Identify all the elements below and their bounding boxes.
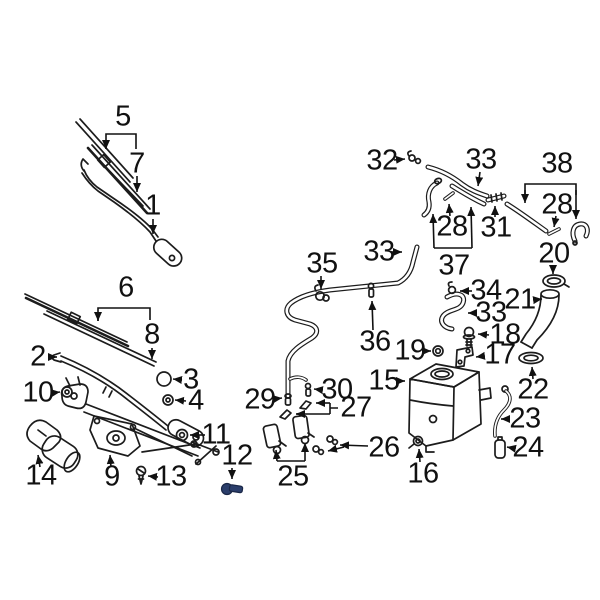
callout-27[interactable]: 27 xyxy=(340,391,372,424)
washer-hose-end-drawing[interactable] xyxy=(439,291,467,332)
callout-33-top[interactable]: 33 xyxy=(465,143,497,176)
callout-arrows xyxy=(35,133,580,481)
callout-16[interactable]: 16 xyxy=(407,457,439,490)
callout-19[interactable]: 19 xyxy=(394,334,426,367)
washer-hose-top-drawing[interactable] xyxy=(425,164,490,207)
callout-13[interactable]: 13 xyxy=(155,460,187,493)
callout-10[interactable]: 10 xyxy=(22,376,54,409)
check-valves-drawing[interactable] xyxy=(312,435,339,456)
hose-end-joint-drawing[interactable] xyxy=(284,393,292,406)
reservoir-cap-drawing[interactable] xyxy=(542,274,570,288)
callout-26[interactable]: 26 xyxy=(368,431,400,464)
callout-30[interactable]: 30 xyxy=(321,373,353,406)
callout-33-middle[interactable]: 33 xyxy=(363,235,395,268)
wiper-arm-drawing[interactable] xyxy=(80,158,185,269)
wiper-blade-refill-drawing[interactable] xyxy=(98,159,144,207)
hose-assembly-tube-drawing[interactable] xyxy=(421,177,443,218)
hose-clip-3-drawing[interactable] xyxy=(447,281,457,295)
callout-35[interactable]: 35 xyxy=(306,247,338,280)
callout-34[interactable]: 34 xyxy=(470,274,502,307)
callout-17[interactable]: 17 xyxy=(484,338,516,371)
reservoir-bracket-drawing[interactable] xyxy=(455,346,474,368)
callout-29[interactable]: 29 xyxy=(244,383,276,416)
neck-gasket-drawing[interactable] xyxy=(518,351,544,365)
pivot-bolt-highlighted-drawing[interactable] xyxy=(220,482,244,496)
callout-15[interactable]: 15 xyxy=(368,364,400,397)
callout-37[interactable]: 37 xyxy=(438,249,470,282)
wiper-linkage-drawing[interactable] xyxy=(60,376,220,466)
wiper-blade-2-drawing[interactable] xyxy=(24,293,157,367)
callout-8[interactable]: 8 xyxy=(144,318,160,351)
nozzle-bolt-drawing[interactable] xyxy=(304,382,312,397)
callout-20[interactable]: 20 xyxy=(538,237,570,270)
callout-33-right[interactable]: 33 xyxy=(475,296,507,329)
hose-clip-drawing[interactable] xyxy=(407,150,422,165)
callout-38[interactable]: 38 xyxy=(541,147,573,180)
hose-assembly-2-drawing[interactable] xyxy=(504,201,590,246)
callout-6[interactable]: 6 xyxy=(118,271,134,304)
level-sensor-drawing[interactable] xyxy=(494,436,506,459)
hose-clip-2-drawing[interactable] xyxy=(367,282,375,298)
linkage-screw-drawing[interactable] xyxy=(135,465,147,485)
callout-22[interactable]: 22 xyxy=(517,373,549,406)
hose-joint-left-drawing[interactable] xyxy=(443,191,455,201)
callout-4[interactable]: 4 xyxy=(188,384,204,417)
callout-11[interactable]: 11 xyxy=(201,418,231,451)
callout-23[interactable]: 23 xyxy=(509,402,541,435)
callout-14[interactable]: 14 xyxy=(25,459,57,492)
callout-2[interactable]: 2 xyxy=(30,340,46,373)
callout-21[interactable]: 21 xyxy=(504,283,536,316)
callout-3[interactable]: 3 xyxy=(183,363,199,396)
callout-12[interactable]: 12 xyxy=(221,439,253,472)
callout-9[interactable]: 9 xyxy=(104,460,120,493)
hose-connector-drawing[interactable] xyxy=(485,192,507,203)
washer-reservoir-drawing[interactable] xyxy=(408,363,492,453)
reservoir-grommet-drawing[interactable] xyxy=(432,345,444,357)
callout-1[interactable]: 1 xyxy=(145,189,161,222)
level-sensor-hose-drawing[interactable] xyxy=(493,385,512,438)
callout-18[interactable]: 18 xyxy=(489,318,521,351)
callout-25[interactable]: 25 xyxy=(277,460,309,493)
wiper-motor-drawing[interactable] xyxy=(26,419,83,474)
callout-31[interactable]: 31 xyxy=(480,211,512,244)
nozzle-joints-drawing[interactable] xyxy=(279,400,312,420)
hose-grommet-drawing[interactable] xyxy=(314,284,330,302)
callout-7[interactable]: 7 xyxy=(129,147,145,180)
arm-nut-drawing[interactable] xyxy=(162,394,174,406)
washer-pumps-drawing[interactable] xyxy=(262,412,315,455)
callout-5[interactable]: 5 xyxy=(115,100,131,133)
callout-36[interactable]: 36 xyxy=(359,325,391,358)
hose-joint-right-drawing[interactable] xyxy=(547,227,561,236)
reservoir-grommet-2-drawing[interactable] xyxy=(408,435,424,449)
pivot-cap-drawing[interactable] xyxy=(156,371,172,387)
callout-24[interactable]: 24 xyxy=(512,431,544,464)
callout-28-right[interactable]: 28 xyxy=(541,188,573,221)
callout-28-left[interactable]: 28 xyxy=(436,210,468,243)
reservoir-bolt-drawing[interactable] xyxy=(462,326,476,347)
callout-32[interactable]: 32 xyxy=(366,144,398,177)
washer-hose-long-drawing[interactable] xyxy=(284,244,420,399)
